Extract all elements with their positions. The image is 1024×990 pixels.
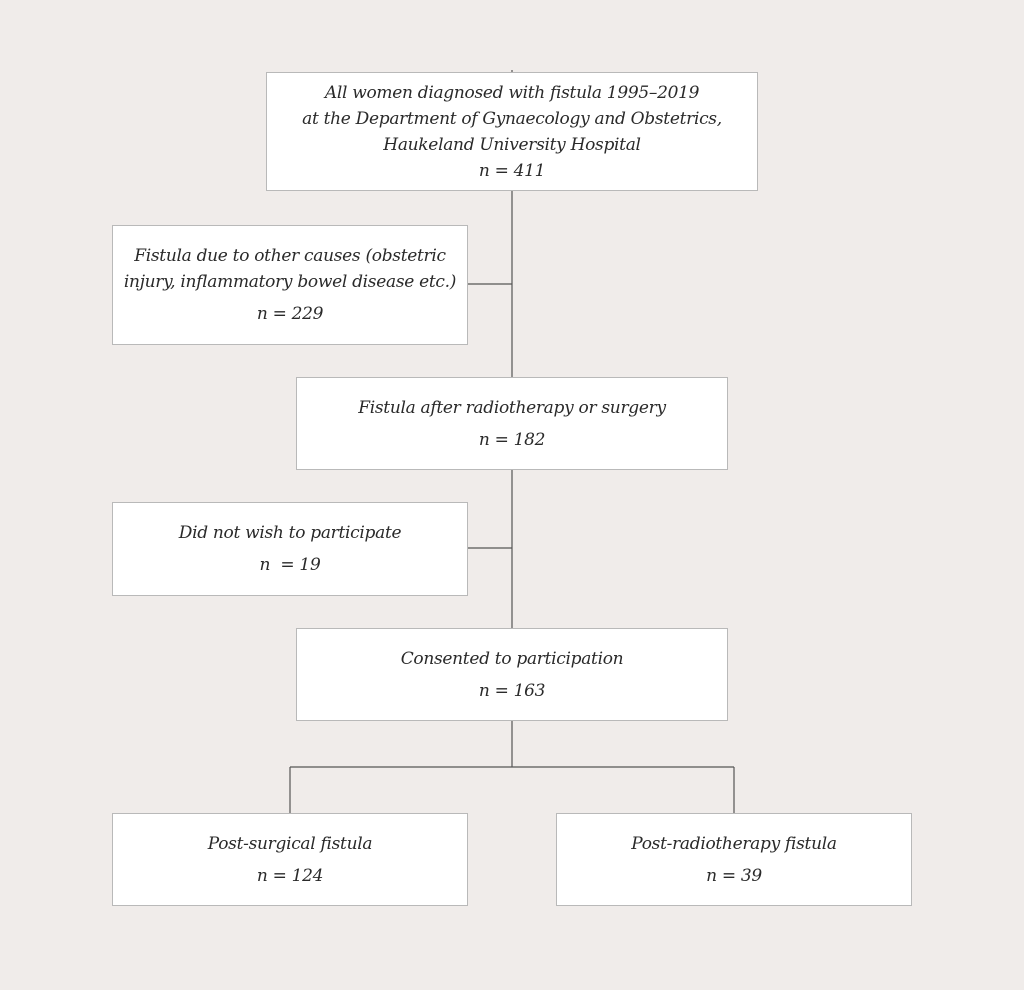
box-all-women-line-2: at the Department of Gynaecology and Obs… bbox=[302, 108, 722, 129]
box-consented-count: n = 163 bbox=[478, 680, 546, 701]
box-post-radiotherapy-count: n = 39 bbox=[706, 865, 762, 886]
box-consented-line-1: Consented to participation bbox=[400, 648, 624, 669]
box-after-radiotherapy-surgery-line-1: Fistula after radiotherapy or surgery bbox=[358, 397, 666, 418]
box-all-women: All women diagnosed with fistula 1995–20… bbox=[266, 72, 758, 191]
box-post-radiotherapy-line-1: Post-radiotherapy fistula bbox=[631, 833, 837, 854]
box-consented: Consented to participation n = 163 bbox=[296, 628, 728, 721]
box-declined: Did not wish to participate n = 19 bbox=[112, 502, 468, 596]
box-other-causes-line-2: injury, inflammatory bowel disease etc.) bbox=[123, 272, 457, 292]
box-all-women-line-3: Haukeland University Hospital bbox=[383, 134, 641, 155]
box-after-radiotherapy-surgery: Fistula after radiotherapy or surgery n … bbox=[296, 377, 728, 470]
box-after-radiotherapy-surgery-count: n = 182 bbox=[478, 429, 546, 450]
box-all-women-count: n = 411 bbox=[478, 160, 546, 181]
box-post-radiotherapy: Post-radiotherapy fistula n = 39 bbox=[556, 813, 912, 906]
box-declined-line-1: Did not wish to participate bbox=[178, 523, 402, 543]
box-declined-count: n = 19 bbox=[259, 555, 321, 575]
box-all-women-line-1: All women diagnosed with fistula 1995–20… bbox=[324, 82, 700, 103]
box-other-causes-count: n = 229 bbox=[256, 304, 324, 324]
box-post-surgical-count: n = 124 bbox=[256, 865, 324, 886]
box-post-surgical-line-1: Post-surgical fistula bbox=[207, 833, 373, 854]
box-other-causes: Fistula due to other causes (obstetric i… bbox=[112, 225, 468, 345]
box-other-causes-line-1: Fistula due to other causes (obstetric bbox=[134, 246, 446, 266]
box-post-surgical: Post-surgical fistula n = 124 bbox=[112, 813, 468, 906]
